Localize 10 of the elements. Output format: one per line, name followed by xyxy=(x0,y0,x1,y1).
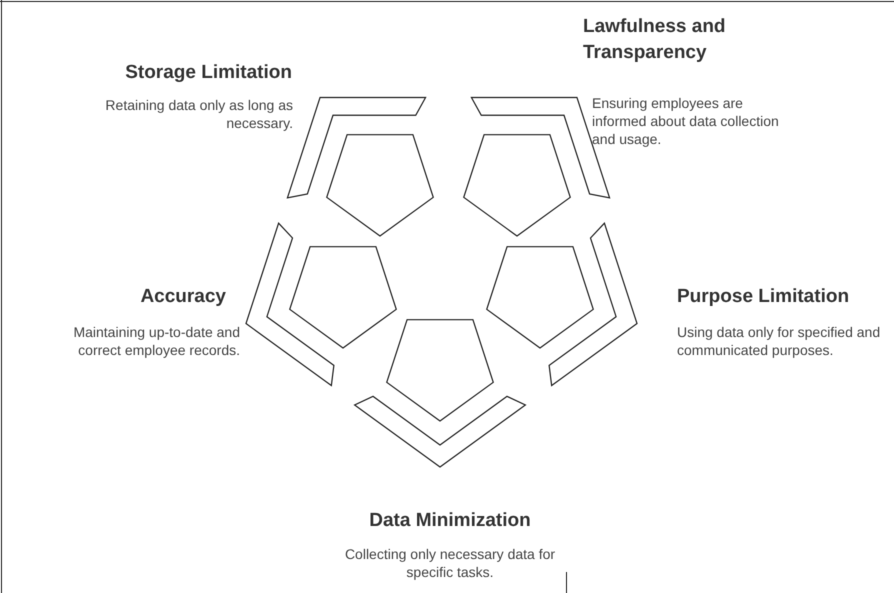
principle-heading: Storage Limitation xyxy=(124,61,292,85)
principle-description: Using data only for specified and communicated purposes. xyxy=(677,323,882,360)
principle-description: Retaining data only as long as necessary. xyxy=(104,96,293,132)
principle-heading: Purpose Limitation xyxy=(677,285,850,309)
principle-heading: Data Minimization xyxy=(368,509,532,533)
principle-description: Maintaining up-to-date and correct employee records. xyxy=(72,323,240,360)
principle-heading: Lawfulness and Transparency xyxy=(583,15,727,65)
principle-description: Collecting only necessary data for specific tasks. xyxy=(344,545,556,582)
principle-description: Ensuring employees are informed about data collection and usage. xyxy=(592,94,780,149)
principle-heading: Accuracy xyxy=(139,285,226,309)
